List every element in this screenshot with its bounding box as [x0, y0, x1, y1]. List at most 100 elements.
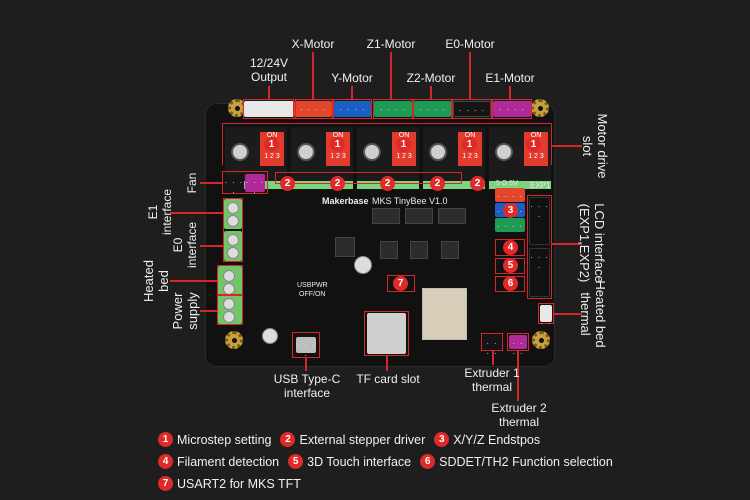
dip-numbers: 1 2 3 — [528, 153, 544, 160]
label-line: 12/24V — [249, 56, 289, 70]
label-line: Extruder 1 — [464, 366, 520, 380]
screw-icon — [227, 215, 239, 227]
callout-line — [200, 310, 217, 312]
badge-4: 4 — [503, 240, 518, 255]
endstop-z-connector — [495, 218, 525, 232]
dip-on-label: ON — [464, 132, 476, 139]
callout-line — [305, 358, 307, 371]
label-heated-bed-thermal: Heated bed thermal — [578, 274, 608, 354]
offon-silkscreen: OFF/ON — [299, 291, 326, 298]
capacitor-icon — [363, 143, 381, 161]
callout-line — [386, 356, 388, 371]
label-line: Extruder 2 — [491, 401, 547, 415]
voltage-silkscreen: 5 G 5V — [496, 180, 518, 187]
legend-item: 3 X/Y/Z Endstpos — [434, 432, 540, 447]
callout-line — [200, 182, 222, 184]
legend-item: 1 Microstep setting — [158, 432, 271, 447]
label-e1-interface: E1 interface — [146, 182, 174, 242]
e0-motor-connector — [453, 101, 491, 117]
label-e0-motor: E0-Motor — [445, 37, 495, 51]
label-e1-motor: E1-Motor — [485, 71, 535, 85]
highlight-box — [452, 99, 492, 119]
callout-line — [170, 212, 223, 214]
badge-2: 2 — [280, 432, 296, 447]
mounting-hole-icon — [225, 331, 243, 349]
badge-1: 1 — [264, 137, 279, 152]
pin-header — [423, 181, 485, 189]
dip-on-label: ON — [398, 132, 410, 139]
callout-line — [430, 86, 432, 99]
dip-on-label: ON — [266, 132, 278, 139]
legend-row-2: 4 Filament detection 5 3D Touch interfac… — [158, 454, 622, 469]
mounting-hole-icon — [532, 331, 550, 349]
callout-line — [351, 86, 353, 99]
callout-line — [268, 86, 270, 99]
label-z2-motor: Z2-Motor — [406, 71, 456, 85]
legend-row-1: 1 Microstep setting 2 External stepper d… — [158, 432, 549, 447]
label-line: E0 — [171, 237, 185, 253]
usart2-box — [387, 275, 415, 292]
dip-on-label: ON — [530, 132, 542, 139]
label-x-motor: X-Motor — [291, 37, 335, 51]
label-line: Output — [250, 70, 288, 84]
x-motor-connector — [294, 101, 332, 117]
y-motor-connector — [334, 101, 371, 117]
callout-line — [509, 86, 511, 99]
callout-line — [554, 313, 582, 315]
z1-motor-connector — [374, 101, 412, 117]
fan-connector-2 — [245, 174, 265, 197]
usbpwr-silkscreen: USBPWR — [297, 282, 328, 289]
badge-1: 1 — [330, 137, 345, 152]
badge-5: 5 — [288, 454, 304, 469]
legend-row-3: 7 USART2 for MKS TFT — [158, 476, 310, 491]
label-tf-card-slot: TF card slot — [356, 372, 420, 386]
label-z1-motor: Z1-Motor — [366, 37, 416, 51]
output-12-24v-connector — [244, 101, 294, 117]
badge-1: 1 — [462, 137, 477, 152]
label-extruder2-thermal: Extruder 2 thermal — [481, 401, 557, 429]
dip-numbers: 1 2 3 — [264, 153, 280, 160]
ic-chip — [380, 241, 398, 259]
legend-item: 2 External stepper driver — [280, 432, 425, 447]
callout-line — [312, 52, 314, 99]
label-line: Heated — [141, 260, 156, 302]
mounting-hole-icon — [531, 99, 549, 117]
heated-bed-box — [217, 265, 243, 295]
exp1-header — [529, 197, 550, 245]
legend-text: SDDET/TH2 Function selection — [439, 454, 613, 469]
badge-3: 3 — [503, 203, 518, 218]
dip-numbers: 1 2 3 — [462, 153, 478, 160]
dip-numbers: 1 2 3 — [330, 153, 346, 160]
legend-text: 3D Touch interface — [307, 454, 412, 469]
capacitor-icon — [495, 143, 513, 161]
label-usb-type-c: USB Type-C interface — [262, 372, 352, 400]
badge-1: 1 — [396, 137, 411, 152]
label-line: Heated bed — [593, 280, 608, 348]
badge-4: 4 — [158, 454, 173, 469]
badge-6: 6 — [503, 276, 518, 291]
label-line: interface — [283, 386, 331, 400]
callout-line — [552, 145, 582, 147]
legend-text: Microstep setting — [177, 432, 272, 447]
pin-header — [489, 181, 551, 189]
capacitor-icon — [297, 143, 315, 161]
tf-card-slot — [367, 313, 406, 354]
label-heated-bed: Heated bed — [141, 251, 171, 311]
model-silkscreen: MKS TinyBee V1.0 — [372, 196, 448, 206]
capacitor-icon — [231, 143, 249, 161]
dip-on-label: ON — [332, 132, 344, 139]
brand-silkscreen: Makerbase — [322, 196, 369, 206]
z2-motor-connector — [414, 101, 451, 117]
badge-7: 7 — [393, 276, 408, 291]
pin-header — [291, 181, 353, 189]
capacitor-icon — [429, 143, 447, 161]
capacitor-icon — [262, 328, 278, 344]
label-e0-interface: E0 interface — [171, 215, 199, 275]
highlight-box — [413, 99, 452, 119]
badge-2: 2 — [470, 176, 485, 191]
exp2-header — [529, 248, 550, 297]
screw-icon — [227, 202, 239, 214]
badge-1: 1 — [526, 137, 541, 152]
highlight-box — [333, 99, 372, 119]
label-line: E1 — [146, 204, 160, 220]
